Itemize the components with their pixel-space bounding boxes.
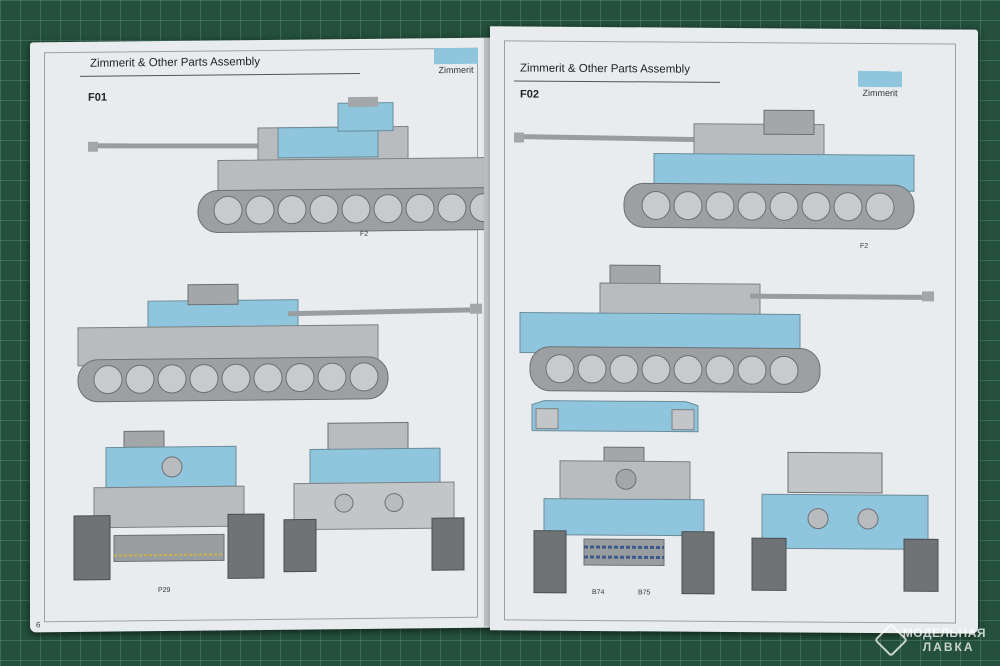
watermark-line2: ЛАВКА (922, 640, 975, 654)
zimmerit-legend: Zimmerit (434, 47, 478, 76)
callout-f2: F2 (860, 242, 869, 250)
tank-side-view-left (513, 109, 915, 230)
page-number: 6 (36, 620, 41, 630)
callout-p29: P29 (158, 586, 171, 595)
tank-front-view (73, 430, 265, 581)
shop-watermark: МОДЕЛЬНАЯ ЛАВКА (873, 623, 986, 657)
legend-label: Zimmerit (862, 87, 898, 99)
page-title: Zimmerit & Other Parts Assembly (90, 56, 260, 70)
zimmerit-swatch (434, 47, 478, 65)
zimmerit-legend: Zimmerit (858, 70, 902, 99)
callout-b75: B75 (638, 589, 651, 597)
left-page: Zimmerit & Other Parts Assembly Zimmerit… (30, 37, 509, 633)
callout-b74: B74 (592, 589, 605, 597)
right-page: Zimmerit & Other Parts Assembly Zimmerit… (490, 26, 978, 634)
legend-label: Zimmerit (438, 64, 474, 76)
tank-rear-view (283, 421, 465, 573)
tank-rear-view (751, 451, 939, 592)
tank-front-view (533, 446, 715, 595)
callout-f2: F2 (360, 230, 369, 238)
zimmerit-plate (531, 400, 699, 433)
tank-side-view-right (77, 283, 482, 403)
page-title: Zimmerit & Other Parts Assembly (520, 62, 690, 76)
watermark-line1: МОДЕЛЬНАЯ (902, 626, 986, 640)
zimmerit-swatch (858, 70, 902, 88)
tank-side-view-right (519, 264, 934, 393)
step-label: F02 (520, 88, 539, 101)
tank-side-view-left (87, 96, 509, 233)
